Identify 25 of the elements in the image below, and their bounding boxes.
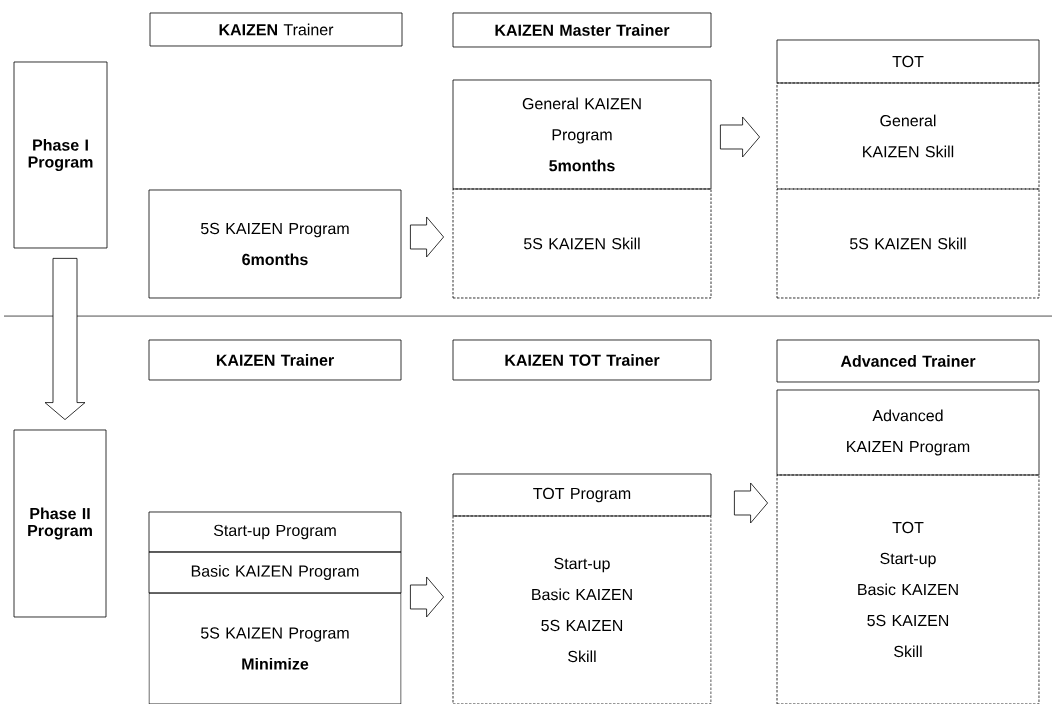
program-box: TOT Program xyxy=(452,473,712,517)
program-box: General KAIZEN Program 5months xyxy=(452,79,712,190)
skill-box: General KAIZEN Skill xyxy=(776,82,1040,190)
program-box: Advanced KAIZEN Program xyxy=(776,389,1040,476)
program-box: Basic KAIZEN Program xyxy=(148,551,402,594)
skill-box: 5S KAIZEN Skill xyxy=(776,188,1040,299)
skill-box: Start-up Basic KAIZEN 5S KAIZEN Skill xyxy=(452,515,712,704)
program-box: 5S KAIZEN Program Minimize xyxy=(148,592,402,704)
block-arrow xyxy=(720,116,760,158)
trainer-header-box: Advanced Trainer xyxy=(776,339,1040,383)
block-arrow xyxy=(410,576,444,618)
program-box: TOT xyxy=(776,39,1040,84)
skill-box: 5S KAIZEN Skill xyxy=(452,188,712,299)
block-arrow xyxy=(410,216,444,258)
trainer-header-box: KAIZEN Trainer xyxy=(148,339,402,381)
trainer-header-box: KAIZEN Trainer xyxy=(149,12,403,47)
program-box: Start-up Program xyxy=(148,511,402,553)
block-arrow xyxy=(734,482,768,524)
phase-box: Phase II Program xyxy=(13,429,107,618)
skill-box: TOT Start-up Basic KAIZEN 5S KAIZEN Skill xyxy=(776,474,1040,704)
trainer-header-box: KAIZEN Master Trainer xyxy=(452,12,712,48)
block-arrow xyxy=(44,258,86,420)
phase-box: Phase I Program xyxy=(13,61,108,249)
program-box: 5S KAIZEN Program 6months xyxy=(148,189,402,299)
trainer-header-box: KAIZEN TOT Trainer xyxy=(452,339,712,381)
